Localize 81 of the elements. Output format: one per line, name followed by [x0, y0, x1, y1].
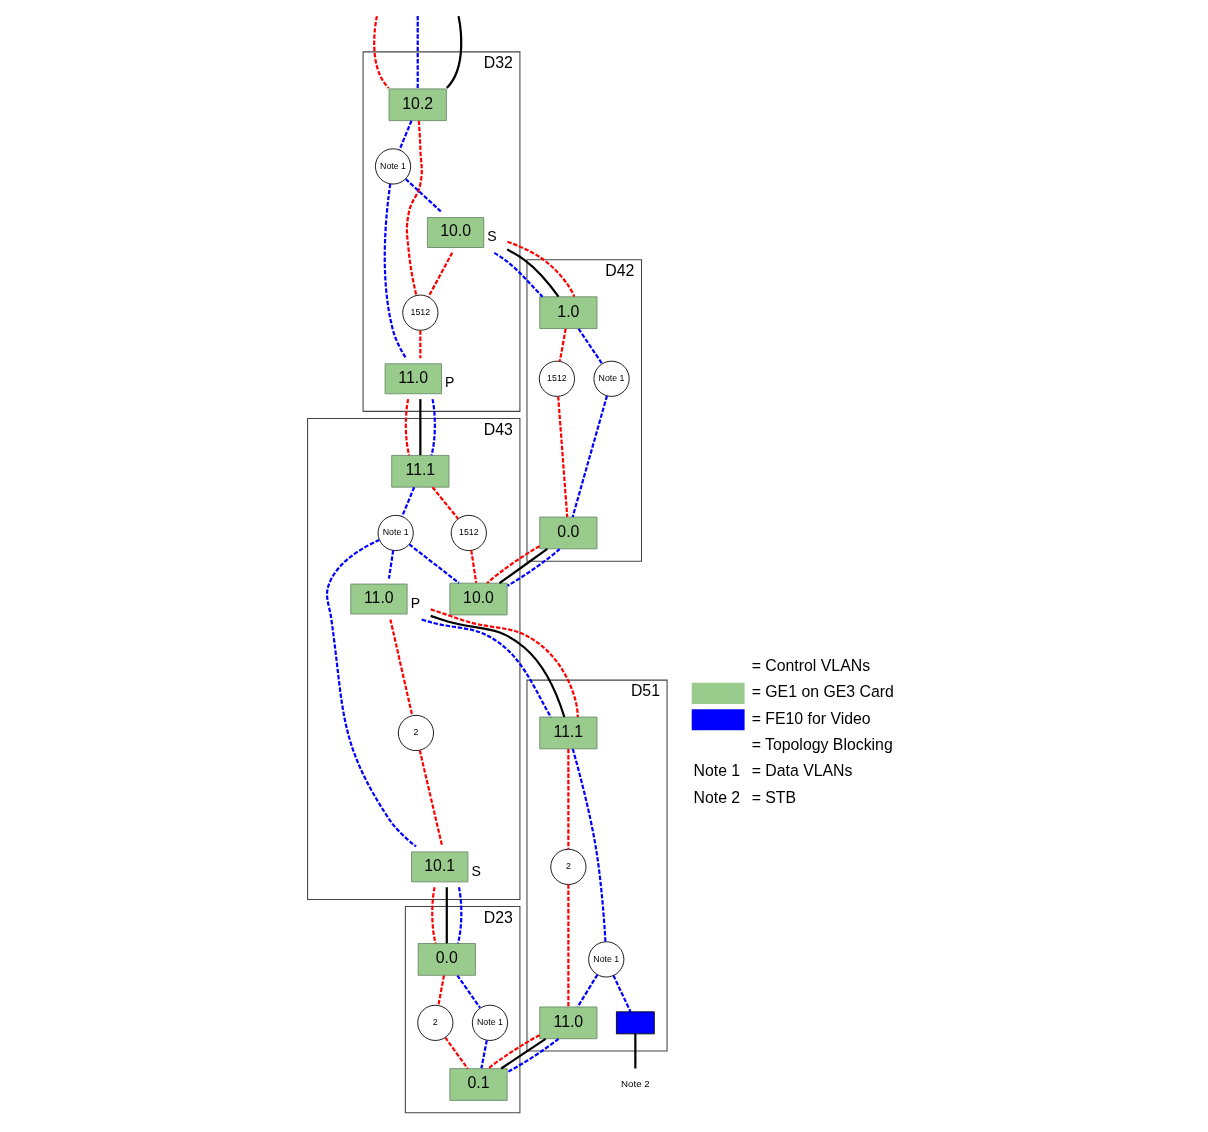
- connector: [426, 252, 453, 298]
- connector: [429, 398, 436, 456]
- node-box: 11.0: [538, 1006, 597, 1040]
- connector: [387, 550, 394, 579]
- node-box: 0.1: [448, 1068, 508, 1101]
- connector: [577, 328, 603, 365]
- label: = Data VLANs: [751, 762, 852, 780]
- connector: [418, 330, 421, 359]
- connector: [469, 550, 477, 583]
- connector: [456, 974, 481, 1009]
- connector: [556, 396, 568, 517]
- connector: [420, 618, 552, 718]
- node-label: S: [486, 228, 497, 245]
- legend-label: = GE1 on GE3 Card: [751, 683, 894, 701]
- connector: [443, 1036, 469, 1070]
- connector: [500, 1037, 546, 1070]
- node-box: [615, 1011, 655, 1035]
- connector: [498, 548, 548, 585]
- connector: [506, 1038, 559, 1074]
- connector: [388, 619, 413, 716]
- node-label: S: [470, 862, 481, 879]
- connector: [485, 545, 540, 584]
- connector: [398, 120, 412, 151]
- legend-label: = Control VLANs: [751, 656, 870, 674]
- node-box: 0.0: [417, 943, 476, 976]
- connector: [400, 486, 415, 517]
- connector: [404, 398, 410, 456]
- connector: [566, 884, 569, 1007]
- connector: [418, 750, 443, 847]
- node-circle: 2: [416, 1004, 453, 1041]
- connector: [487, 1034, 540, 1070]
- connector: [418, 399, 421, 456]
- connector: [558, 328, 567, 362]
- node-circle: Note 1: [377, 514, 414, 552]
- node-circle: 1512: [450, 514, 487, 552]
- connector: [493, 251, 543, 298]
- node-box: 10.0: [448, 582, 508, 616]
- node-circle: 1512: [401, 294, 438, 331]
- node-box: 1.0: [538, 296, 597, 329]
- legend-label: = Topology Blocking: [751, 736, 893, 754]
- connector: [566, 749, 569, 849]
- label: Note 1: [692, 762, 740, 780]
- connector: [372, 15, 389, 89]
- connector: [325, 539, 417, 848]
- node-box: 10.2: [388, 88, 447, 122]
- node-text: Note 2: [620, 1077, 650, 1089]
- connector: [445, 887, 448, 944]
- node-circle: Note 1: [374, 148, 411, 185]
- connector: [571, 395, 608, 518]
- connector: [404, 178, 442, 213]
- label: Note 2: [692, 788, 740, 806]
- node-circle: 2: [549, 848, 586, 885]
- connector: [611, 975, 631, 1013]
- connector: [456, 887, 462, 944]
- node-circle: 2: [397, 714, 434, 752]
- node-circle: 1512: [538, 360, 575, 397]
- connector: [383, 183, 407, 359]
- connector: [445, 15, 462, 89]
- connector: [571, 748, 607, 942]
- node-box: 11.1: [538, 716, 597, 750]
- connector: [633, 1033, 636, 1069]
- connector: [506, 548, 560, 587]
- node-box: 0.0: [538, 516, 597, 550]
- connector: [408, 543, 460, 584]
- connector: [436, 975, 445, 1006]
- node-circle: Note 1: [593, 360, 630, 397]
- connector: [405, 120, 423, 296]
- node-label: P: [444, 374, 454, 391]
- connector: [416, 15, 419, 88]
- connector: [479, 1040, 488, 1069]
- node-circle: Note 1: [587, 941, 624, 978]
- connector: [506, 240, 575, 298]
- connector: [576, 974, 598, 1008]
- node-circle: Note 1: [471, 1004, 508, 1041]
- legend-label: = FE10 for Video: [751, 709, 871, 727]
- connector: [431, 486, 459, 520]
- connector: [430, 887, 437, 944]
- connector: [506, 248, 559, 298]
- label: = STB: [751, 788, 796, 806]
- node-box: 11.1: [390, 455, 449, 488]
- node-label: P: [410, 594, 420, 611]
